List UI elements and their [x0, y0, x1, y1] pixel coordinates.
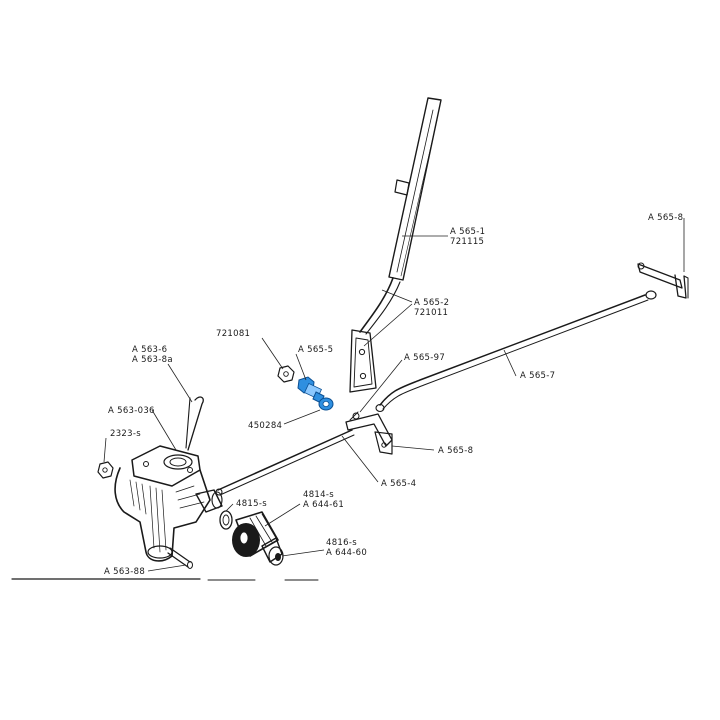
shift-rod-long	[375, 290, 657, 413]
label-a644-60: A 644-60	[326, 548, 367, 558]
spring-clip	[185, 396, 204, 451]
label-a563-88: A 563-88	[104, 567, 145, 577]
label-a565-97: A 565-97	[404, 353, 445, 363]
label-a565-4: A 565-4	[381, 479, 416, 489]
highlighted-pivot-bolt	[277, 365, 334, 411]
label-a565-8-mid: A 565-8	[438, 446, 473, 456]
leader-lines	[103, 218, 685, 572]
shift-lever	[349, 97, 442, 393]
label-721081: 721081	[216, 329, 250, 339]
label-4814-s: 4814-s	[303, 490, 334, 500]
label-721115: 721115	[450, 237, 484, 247]
label-a563-6: A 563-6	[132, 345, 167, 355]
label-a565-7: A 565-7	[520, 371, 555, 381]
gasket-ring	[219, 510, 233, 530]
part-labels: A 565-1 721115 A 565-2 721011 A 565-8 A …	[104, 213, 683, 577]
label-a565-2: A 565-2	[414, 298, 449, 308]
cross-rod	[215, 411, 360, 496]
label-a644-61: A 644-61	[303, 500, 344, 510]
knurled-cap	[232, 511, 279, 557]
ground-line	[11, 578, 319, 581]
right-end-bracket	[637, 262, 689, 299]
small-nut	[97, 461, 114, 479]
label-a565-8-top: A 565-8	[648, 213, 683, 223]
label-450284: 450284	[248, 421, 282, 431]
end-plug	[261, 537, 284, 566]
label-a565-1: A 565-1	[450, 227, 485, 237]
label-a563-036: A 563-036	[108, 406, 155, 416]
label-2323-s: 2323-s	[110, 429, 141, 439]
label-a565-5: A 565-5	[298, 345, 333, 355]
label-4815-s: 4815-s	[236, 499, 267, 509]
label-4816-s: 4816-s	[326, 538, 357, 548]
label-721011: 721011	[414, 308, 448, 318]
label-a563-8a: A 563-8a	[132, 355, 173, 365]
transmission-housing	[114, 445, 223, 569]
middle-bracket	[345, 413, 393, 455]
